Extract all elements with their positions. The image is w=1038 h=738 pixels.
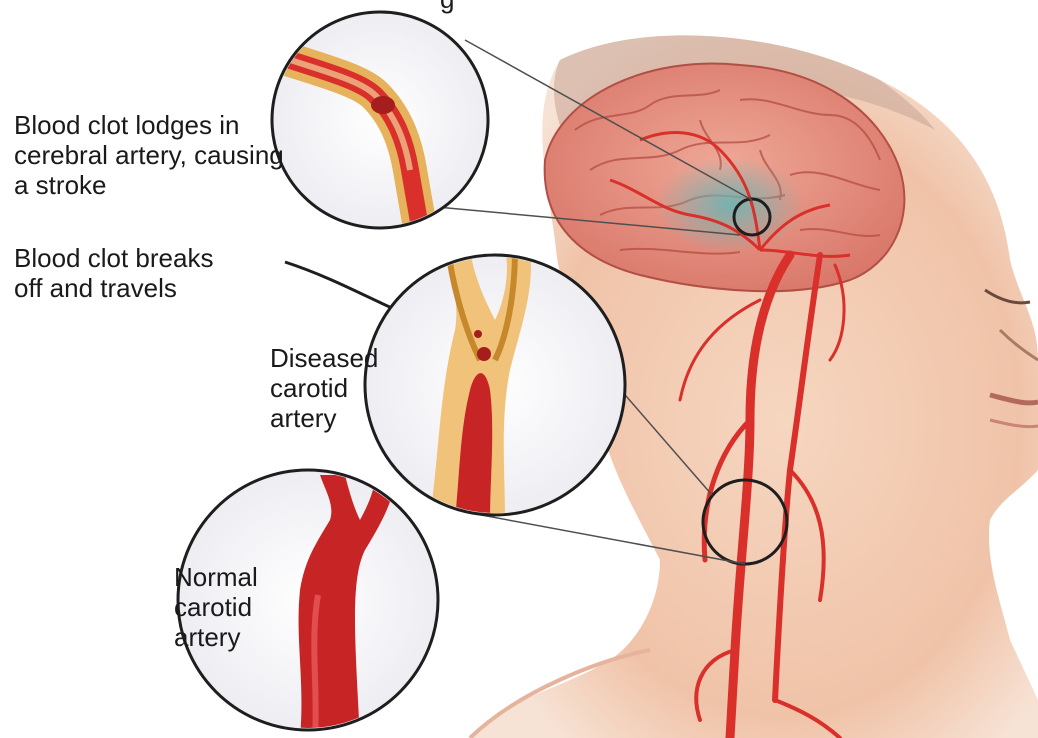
label-line: cerebral artery, causing [14, 140, 284, 170]
label-clot-lodges: Blood clot lodges in cerebral artery, ca… [14, 110, 284, 200]
label-line: artery [270, 403, 378, 433]
header-partial-text: g [440, 0, 454, 14]
inset-diseased-carotid [365, 250, 625, 520]
label-line: off and travels [14, 273, 213, 303]
label-line: carotid [270, 373, 378, 403]
label-normal-carotid: Normal carotid artery [174, 562, 258, 652]
label-clot-breaks: Blood clot breaks off and travels [14, 243, 213, 303]
label-line: a stroke [14, 170, 284, 200]
inset-cerebral-artery [272, 12, 488, 260]
label-diseased-carotid: Diseased carotid artery [270, 343, 378, 433]
label-line: carotid [174, 592, 258, 622]
label-line: Diseased [270, 343, 378, 373]
label-line: Blood clot breaks [14, 243, 213, 273]
label-line: Normal [174, 562, 258, 592]
label-line: Blood clot lodges in [14, 110, 284, 140]
label-line: artery [174, 622, 258, 652]
